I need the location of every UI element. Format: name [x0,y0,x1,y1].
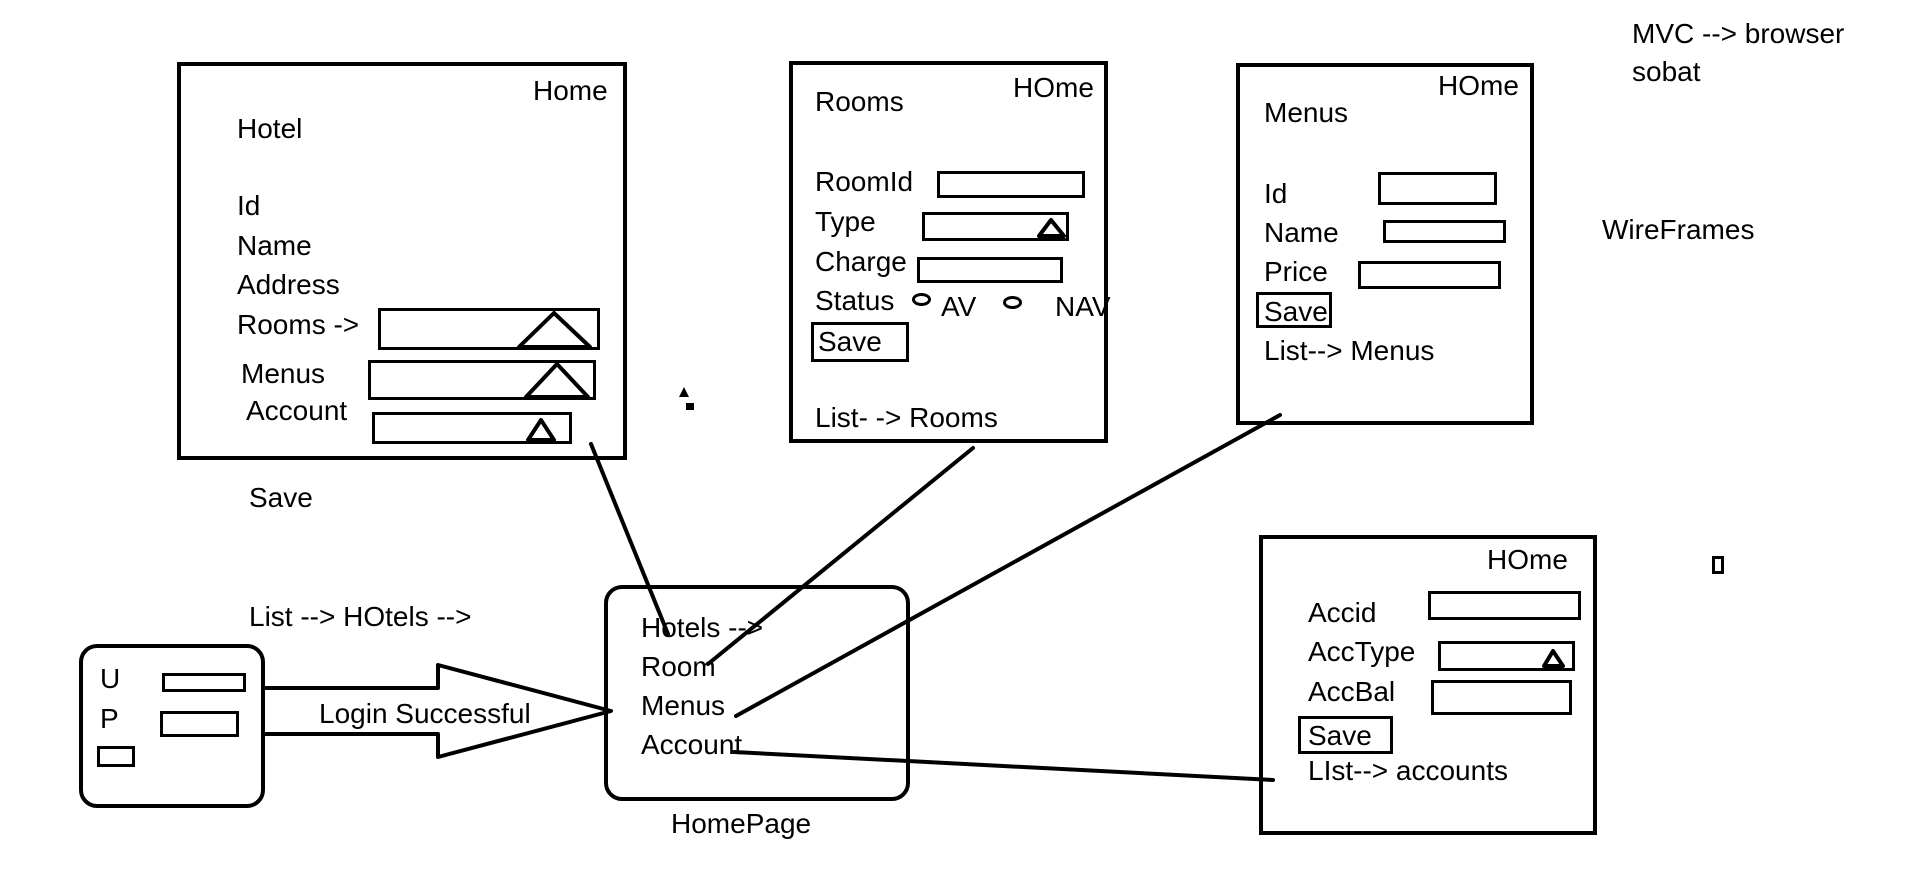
account-acctype-label: AccType [1308,636,1416,667]
rooms-type-dropdown[interactable] [922,212,1069,241]
rooms-status-label: Status [815,285,895,316]
account-home-link[interactable]: HOme [1487,544,1568,575]
hotel-wireframe [177,62,627,460]
homepage-hotels-link[interactable]: Hotels --> [641,612,764,643]
menus-title: Menus [1264,97,1349,128]
hotel-menus-dropdown[interactable] [368,360,596,400]
menus-list-link[interactable]: List--> Menus [1264,335,1435,366]
hotel-rooms-label: Rooms -> [237,309,360,340]
account-accbal-label: AccBal [1308,676,1396,707]
rooms-save-label: Save [818,326,882,357]
hotel-list-link[interactable]: List --> HOtels --> [249,601,472,632]
hotel-name-label: Name [237,230,312,261]
hotel-rooms-dropdown[interactable] [378,308,600,350]
rooms-roomid-label: RoomId [815,166,914,197]
homepage-room-link[interactable]: Room [641,651,716,682]
hotel-account-label: Account [246,395,348,426]
homepage-account-link[interactable]: Account [641,729,743,760]
stray-square-mark [686,403,694,410]
rooms-list-link[interactable]: List- -> Rooms [815,402,998,433]
menus-price-label: Price [1264,256,1328,287]
login-password-input[interactable] [160,711,239,737]
rooms-type-label: Type [815,206,876,237]
account-list-link[interactable]: LIst--> accounts [1308,755,1508,786]
rooms-status-nav-radio[interactable] [1003,296,1022,309]
login-submit-button[interactable] [97,746,135,767]
rooms-status-av-label: AV [941,291,977,322]
mvc-note: MVC --> browser [1632,18,1845,49]
homepage-menus-link[interactable]: Menus [641,690,726,721]
account-save-button[interactable]: Save [1298,716,1393,754]
rooms-roomid-input[interactable] [937,171,1085,198]
menus-home-link[interactable]: HOme [1438,70,1519,101]
rooms-charge-label: Charge [815,246,907,277]
menus-id-input[interactable] [1378,172,1497,205]
hotel-address-label: Address [237,269,340,300]
sobat-note: sobat [1632,56,1701,87]
rooms-status-av-radio[interactable] [912,293,931,306]
hotel-home-link[interactable]: Home [533,75,608,106]
hotel-save-button[interactable]: Save [249,482,313,513]
rooms-save-button[interactable]: Save [811,322,909,362]
menus-name-input[interactable] [1383,220,1506,243]
menus-price-input[interactable] [1358,261,1501,289]
login-user-label: U [100,663,121,694]
hotel-title: Hotel [237,113,303,144]
menus-save-button[interactable]: Save [1256,292,1332,328]
hotel-menus-label: Menus [241,358,326,389]
login-user-input[interactable] [162,673,246,692]
hotel-account-dropdown[interactable] [372,412,572,444]
menus-id-label: Id [1264,178,1288,209]
small-rect-mark [1712,556,1724,574]
account-save-label: Save [1308,720,1372,751]
stray-triangle-mark [679,387,689,397]
rooms-charge-input[interactable] [917,257,1063,283]
account-accid-input[interactable] [1428,591,1581,620]
rooms-status-nav-label: NAV [1055,291,1111,322]
account-accbal-input[interactable] [1431,680,1572,715]
menus-wireframe [1236,63,1534,425]
account-acctype-dropdown[interactable] [1438,641,1575,671]
login-success-label: Login Successful [319,698,531,729]
rooms-title: Rooms [815,86,904,117]
rooms-home-link[interactable]: HOme [1013,72,1094,103]
wireframes-note: WireFrames [1602,214,1755,245]
menus-save-label: Save [1264,296,1328,327]
hotel-id-label: Id [237,190,261,221]
homepage-caption: HomePage [671,808,812,839]
login-wireframe [79,644,265,808]
login-password-label: P [100,703,119,734]
account-accid-label: Accid [1308,597,1377,628]
menus-name-label: Name [1264,217,1339,248]
